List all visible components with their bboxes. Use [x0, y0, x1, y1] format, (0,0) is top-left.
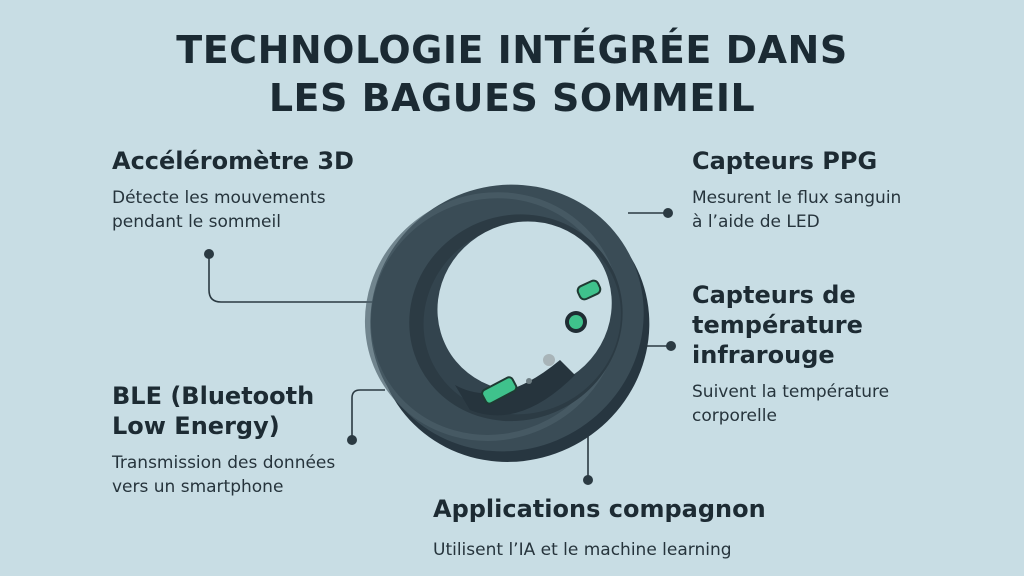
- ppg-description: Mesurent le flux sanguin à l’aide de LED: [692, 186, 992, 234]
- dot-temperature: [666, 341, 676, 351]
- smart-ring: [364, 184, 650, 462]
- temperature-heading: Capteurs de température infrarouge: [692, 280, 992, 370]
- accelerometer-desc-line-1: Détecte les mouvements: [112, 188, 326, 208]
- feature-ble: BLE (Bluetooth Low Energy) Transmission …: [112, 381, 412, 499]
- apps-heading: Applications compagnon: [433, 495, 766, 523]
- ble-sensor-green: [481, 376, 518, 405]
- apps-description: Utilisent l’IA et le machine learning: [433, 540, 732, 560]
- connector-accelerometer: [208, 254, 378, 303]
- title-line-2: LES BAGUES SOMMEIL: [268, 76, 756, 120]
- dot-ppg: [663, 208, 673, 218]
- ble-heading-line-1: BLE (Bluetooth: [112, 382, 315, 410]
- accelerometer-description: Détecte les mouvements pendant le sommei…: [112, 186, 432, 234]
- sensors: [481, 279, 602, 405]
- dot-accelerometer: [204, 249, 214, 259]
- ppg-desc-line-2: à l’aide de LED: [692, 212, 820, 232]
- temperature-heading-line-1: Capteurs de: [692, 281, 856, 309]
- ble-heading-line-2: Low Energy): [112, 412, 280, 440]
- dot-ble: [347, 435, 357, 445]
- page-title: TECHNOLOGIE INTÉGRÉE DANS LES BAGUES SOM…: [0, 26, 1024, 122]
- ble-desc-line-1: Transmission des données: [112, 453, 336, 473]
- accelerometer-heading: Accéléromètre 3D: [112, 147, 354, 175]
- connector-dots: [204, 208, 676, 485]
- feature-accelerometer: Accéléromètre 3D Détecte les mouvements …: [112, 146, 432, 234]
- ring-hole: [437, 221, 612, 392]
- feature-apps: Applications compagnon Utilisent l’IA et…: [433, 494, 853, 562]
- dot-apps: [583, 475, 593, 485]
- temperature-heading-line-2: température: [692, 311, 863, 339]
- temperature-heading-line-3: infrarouge: [692, 341, 835, 369]
- accelerometer-desc-line-2: pendant le sommeil: [112, 212, 281, 232]
- ppg-heading: Capteurs PPG: [692, 147, 878, 175]
- ble-desc-line-2: vers un smartphone: [112, 477, 284, 497]
- temperature-sensor: [569, 315, 583, 329]
- feature-ppg: Capteurs PPG Mesurent le flux sanguin à …: [692, 146, 992, 234]
- ppg-sensor-green: [576, 279, 602, 301]
- ppg-desc-line-1: Mesurent le flux sanguin: [692, 188, 902, 208]
- temperature-description: Suivent la température corporelle: [692, 380, 992, 428]
- temperature-desc-line-2: corporelle: [692, 406, 777, 426]
- feature-temperature: Capteurs de température infrarouge Suive…: [692, 280, 992, 428]
- small-sensor-dot: [526, 378, 532, 384]
- connector-ble: [351, 389, 385, 440]
- title-line-1: TECHNOLOGIE INTÉGRÉE DANS: [176, 28, 848, 72]
- small-sensor-grey: [543, 354, 555, 366]
- ble-heading: BLE (Bluetooth Low Energy): [112, 381, 412, 441]
- ble-description: Transmission des données vers un smartph…: [112, 451, 412, 499]
- temperature-desc-line-1: Suivent la température: [692, 382, 890, 402]
